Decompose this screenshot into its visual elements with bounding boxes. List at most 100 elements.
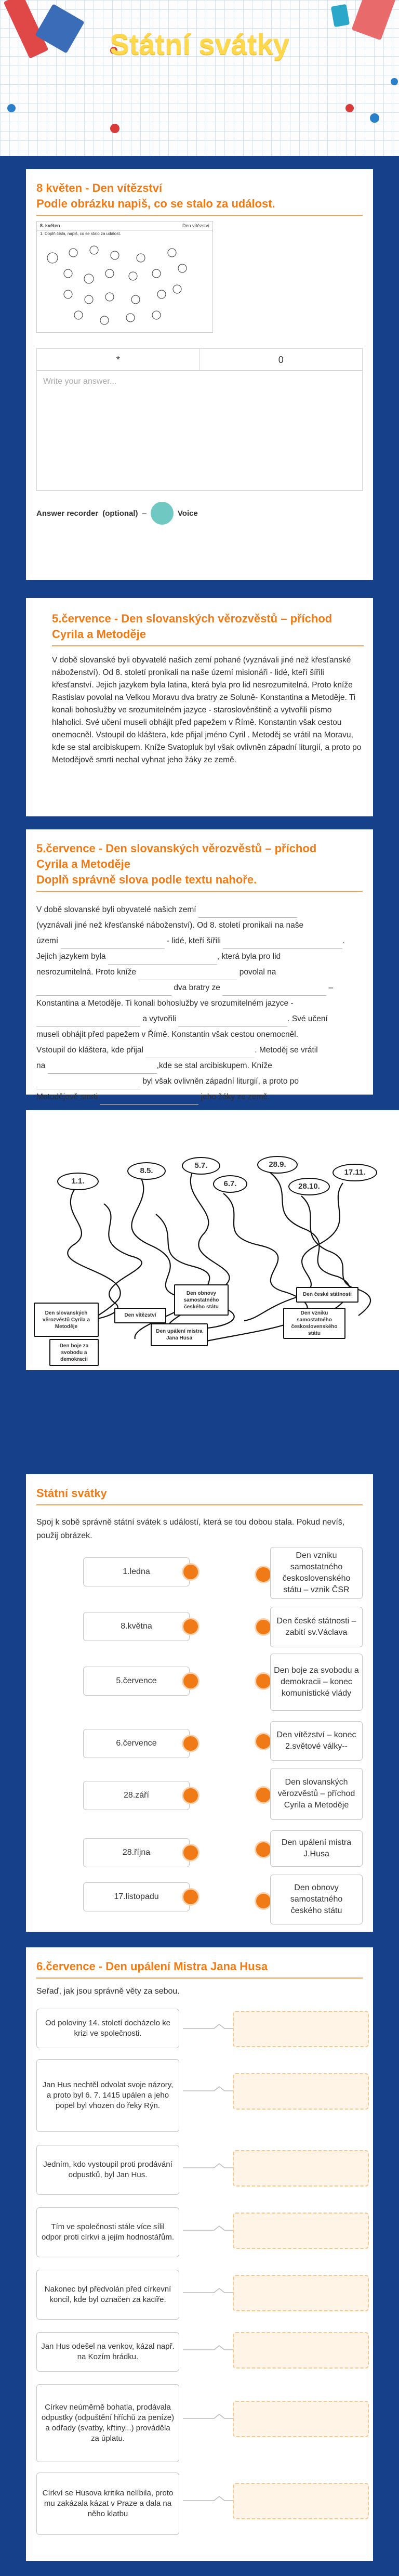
answer-table: * 0 Write your answer...	[36, 348, 363, 491]
blank-input[interactable]	[198, 917, 297, 918]
order-item[interactable]: Církví se Husova kritika nelíbila, proto…	[36, 2473, 179, 2535]
decoration-dot	[110, 47, 117, 54]
recorder-dash: –	[142, 509, 147, 518]
section-matching: Státní svátky Spoj k sobě správně státní…	[26, 1474, 373, 1932]
text-fragment: povolal na	[239, 968, 276, 977]
match-right-item[interactable]: Den slovanských věrozvěstů – příchod Cyr…	[270, 1768, 363, 1820]
holiday-diagram: 1.1. 8.5. 5.7. 6.7. 28.9. 28.10. 17.11. …	[26, 1110, 399, 1370]
order-slot[interactable]	[233, 2275, 369, 2311]
order-connector	[183, 2086, 235, 2091]
match-right-handle[interactable]	[255, 1841, 272, 1858]
match-left-item[interactable]: 6.července	[83, 1729, 190, 1758]
match-right-handle[interactable]	[255, 1618, 272, 1636]
blank-input[interactable]	[36, 1026, 140, 1027]
match-right-handle[interactable]	[255, 1672, 272, 1690]
blank-input[interactable]	[178, 1026, 288, 1027]
answer-textarea[interactable]: Write your answer...	[43, 377, 117, 386]
answer-col-2[interactable]: 0	[199, 349, 363, 370]
date-oval: 8.5.	[127, 1162, 166, 1180]
order-slot[interactable]	[233, 2073, 369, 2110]
match-right-item[interactable]: Den vítězství – konec 2.světové války--	[270, 1721, 363, 1761]
text-fragment: a vytvořili	[142, 1014, 176, 1023]
blank-input[interactable]	[108, 964, 217, 965]
match-left-handle[interactable]	[182, 1618, 200, 1635]
blank-input[interactable]	[223, 948, 343, 949]
answer-col-1[interactable]: *	[116, 355, 120, 365]
section-subtitle: Doplň správně slova podle textu nahoře.	[36, 873, 257, 886]
section-title: 5.července - Den slovanských věrozvěstů …	[36, 842, 317, 855]
text-fragment: Jejich jazykem byla	[36, 952, 106, 961]
order-slot[interactable]	[233, 2401, 369, 2437]
match-left-handle[interactable]	[182, 1672, 200, 1690]
match-left-handle[interactable]	[182, 1735, 200, 1752]
match-right-item[interactable]: Den obnovy samostatného českého státu	[270, 1875, 363, 1924]
match-right-item[interactable]: Den české státnosti – zabití sv.Václava	[270, 1607, 363, 1647]
text-fragment: jeho žáky ze země.	[201, 1092, 270, 1101]
text-fragment: .	[342, 936, 345, 945]
match-left-item[interactable]: 28.září	[83, 1781, 190, 1810]
order-item[interactable]: Jan Hus nechtěl odvolat svoje názory, a …	[36, 2059, 179, 2132]
match-left-handle[interactable]	[182, 1844, 200, 1862]
match-left-item[interactable]: 17.listopadu	[83, 1882, 190, 1911]
match-right-handle[interactable]	[255, 1733, 272, 1750]
worksheet-right: Den vítězství	[182, 223, 209, 228]
section-cyril-methodius-text: 5.července - Den slovanských věrozvěstů …	[26, 598, 373, 816]
order-item[interactable]: Jedním, kdo vystoupil proti prodávání od…	[36, 2145, 179, 2195]
order-slot[interactable]	[233, 2213, 369, 2249]
section-header: Státní svátky	[36, 1486, 363, 1505]
text-fragment: ,kde se stal arcibiskupem. Kníže	[156, 1061, 272, 1070]
match-left-item[interactable]: 1.ledna	[83, 1557, 190, 1586]
section-header: 5.července - Den slovanských věrozvěstů …	[52, 611, 364, 646]
order-item[interactable]: Jan Hus odešel na venkov, kázal např. na…	[36, 2332, 179, 2372]
blank-input[interactable]	[100, 1104, 199, 1105]
dot-to-dot-picture	[47, 245, 187, 325]
match-right-item[interactable]: Den vzniku samostatného československého…	[270, 1547, 363, 1599]
text-fragment: Vstoupil do kláštera, kde přijal	[36, 1046, 143, 1055]
text-fragment: Metodějově smrti	[36, 1092, 98, 1101]
blank-input[interactable]	[36, 995, 171, 996]
text-fragment: byl však ovlivněn západní liturgií, a pr…	[142, 1077, 299, 1086]
order-slot[interactable]	[233, 2011, 369, 2047]
match-right-handle[interactable]	[255, 1786, 272, 1804]
text-fragment: - lidé, kteří šířili	[166, 936, 221, 945]
blank-input[interactable]	[60, 948, 165, 949]
text-fragment: nesrozumitelná. Proto kníže	[36, 968, 137, 977]
event-box: Den upálení mistra Jana Husa	[151, 1323, 208, 1346]
order-connector	[183, 2345, 235, 2350]
text-fragment: na	[36, 1061, 46, 1070]
order-item[interactable]: Nakonec byl předvolán před církevní konc…	[36, 2270, 179, 2320]
text-fragment: území	[36, 936, 59, 945]
text-fragment: . Své učení	[287, 1014, 328, 1023]
match-left-handle[interactable]	[182, 1888, 200, 1906]
match-right-handle[interactable]	[255, 1892, 272, 1910]
match-right-handle[interactable]	[255, 1566, 272, 1583]
match-right-item[interactable]: Den upálení mistra J.Husa	[270, 1830, 363, 1867]
match-right-item[interactable]: Den boje za svobodu a demokracii – konec…	[270, 1654, 363, 1711]
match-left-item[interactable]: 8.května	[83, 1612, 190, 1641]
voice-label: Voice	[177, 509, 198, 518]
order-slot[interactable]	[233, 2150, 369, 2187]
order-connector	[183, 2288, 235, 2293]
event-box: Den vzniku samostatného československého…	[283, 1308, 345, 1339]
event-box: Den vítězství	[114, 1308, 166, 1323]
match-left-handle[interactable]	[182, 1563, 200, 1581]
match-left-handle[interactable]	[182, 1787, 200, 1804]
date-oval: 6.7.	[213, 1175, 247, 1193]
order-connector	[183, 2414, 235, 2419]
order-connector	[183, 2163, 235, 2168]
order-slot[interactable]	[233, 2332, 369, 2369]
match-left-item[interactable]: 5.července	[83, 1667, 190, 1696]
event-box: Den obnovy samostatného českého státu	[174, 1284, 229, 1316]
order-item[interactable]: Tím ve společnosti stále více sílil odpo…	[36, 2207, 179, 2257]
voice-record-button[interactable]	[150, 502, 174, 525]
text-fragment: –	[328, 983, 334, 992]
section-fill-in: 5.července - Den slovanských věrozvěstů …	[26, 829, 373, 1105]
blank-input[interactable]	[222, 995, 327, 996]
order-item[interactable]: Od poloviny 14. století docházelo ke kri…	[36, 2009, 179, 2048]
match-left-item[interactable]: 28.října	[83, 1838, 190, 1867]
order-slot[interactable]	[233, 2483, 369, 2519]
decoration-dot	[370, 113, 379, 123]
order-item[interactable]: Církev neúměrně bohatla, prodávala odpus…	[36, 2384, 179, 2462]
blank-input[interactable]	[47, 1073, 157, 1074]
worksheet-image: 8. květen Den vítězství 1. Doplň čísla, …	[36, 221, 213, 333]
